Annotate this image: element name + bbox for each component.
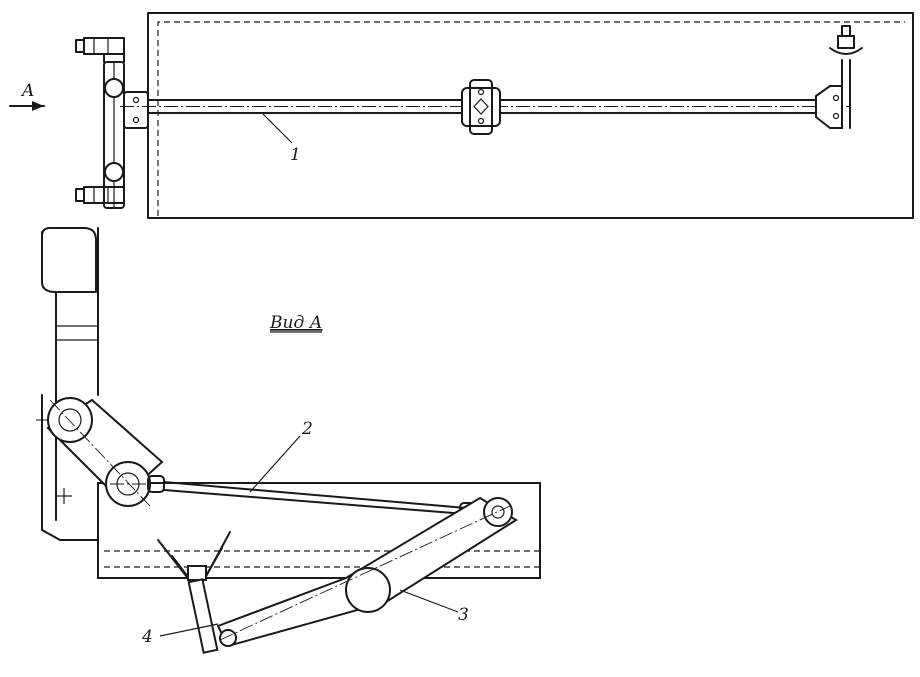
panel-hidden-edge: [157, 21, 905, 216]
view-a-title: Вид А: [269, 313, 323, 333]
part-1-label: 1: [290, 145, 301, 165]
right-end-bracket: [815, 25, 863, 129]
vertical-post: [36, 227, 110, 541]
left-lever-bracket: [75, 37, 149, 209]
fork-4: 4: [141, 531, 231, 654]
panel-outline: [147, 12, 914, 219]
upper-swing-link: [46, 397, 164, 507]
part-2-label: 2: [301, 419, 313, 439]
part-3-label: 3: [458, 605, 469, 625]
view-a: Вид А: [36, 227, 541, 654]
middle-clamp: [461, 79, 501, 135]
arrow-a-label: A: [20, 81, 34, 101]
leader-1: [261, 112, 293, 144]
lever-3: 3: [216, 496, 518, 648]
view-direction-arrow: A: [9, 81, 45, 111]
top-view: A: [9, 12, 914, 219]
rod-2: 2: [147, 419, 479, 520]
part-4-label: 4: [141, 627, 153, 647]
